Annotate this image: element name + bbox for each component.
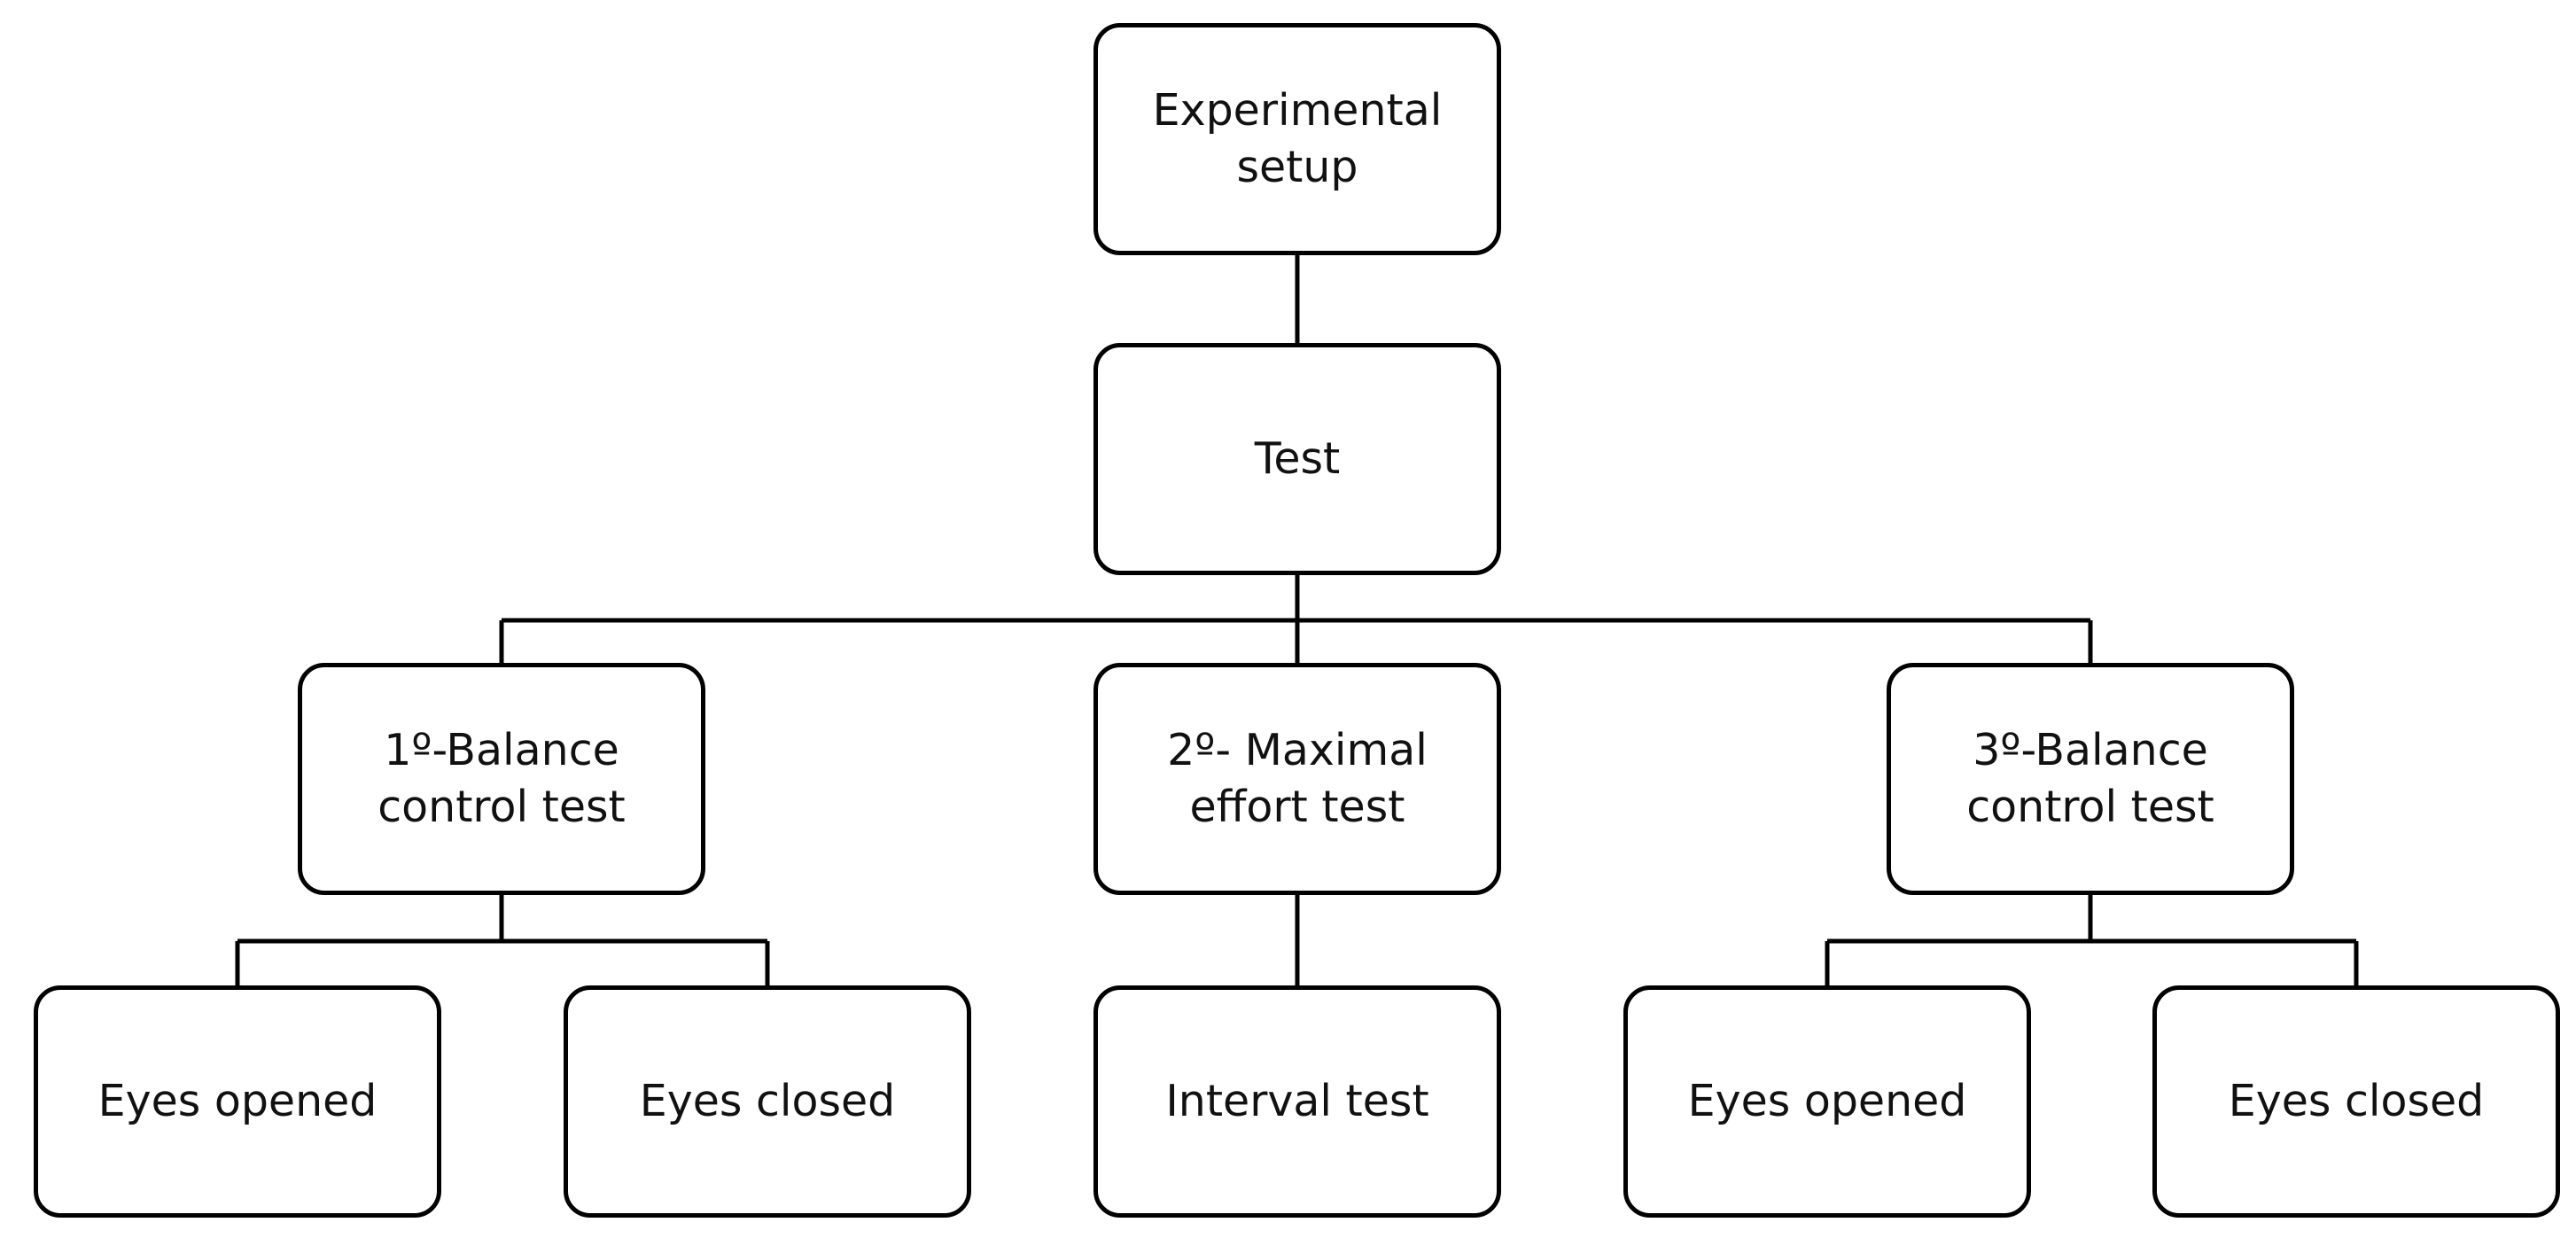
- node-third-eyes-opened: Eyes opened: [1623, 985, 2031, 1218]
- node-interval-test: Interval test: [1093, 985, 1501, 1218]
- node-balance-control-test-third: 3º-Balance control test: [1887, 663, 2294, 895]
- node-label: Eyes closed: [639, 1076, 896, 1126]
- node-third-eyes-closed: Eyes closed: [2152, 985, 2560, 1218]
- node-label: Test: [1254, 433, 1341, 484]
- node-label: 2º- Maximal effort test: [1167, 725, 1428, 832]
- node-label: Eyes closed: [2228, 1076, 2485, 1126]
- node-experimental-setup: Experimental setup: [1093, 23, 1501, 255]
- node-label: 3º-Balance control test: [1966, 725, 2214, 832]
- node-first-eyes-closed: Eyes closed: [564, 985, 971, 1218]
- node-label: 1º-Balance control test: [377, 725, 626, 832]
- node-label: Eyes opened: [97, 1076, 377, 1126]
- node-maximal-effort-test: 2º- Maximal effort test: [1093, 663, 1501, 895]
- node-test: Test: [1093, 343, 1501, 575]
- node-label: Experimental setup: [1152, 85, 1443, 192]
- node-label: Eyes opened: [1687, 1076, 1967, 1126]
- node-balance-control-test-first: 1º-Balance control test: [298, 663, 705, 895]
- node-first-eyes-opened: Eyes opened: [34, 985, 441, 1218]
- node-label: Interval test: [1165, 1076, 1429, 1126]
